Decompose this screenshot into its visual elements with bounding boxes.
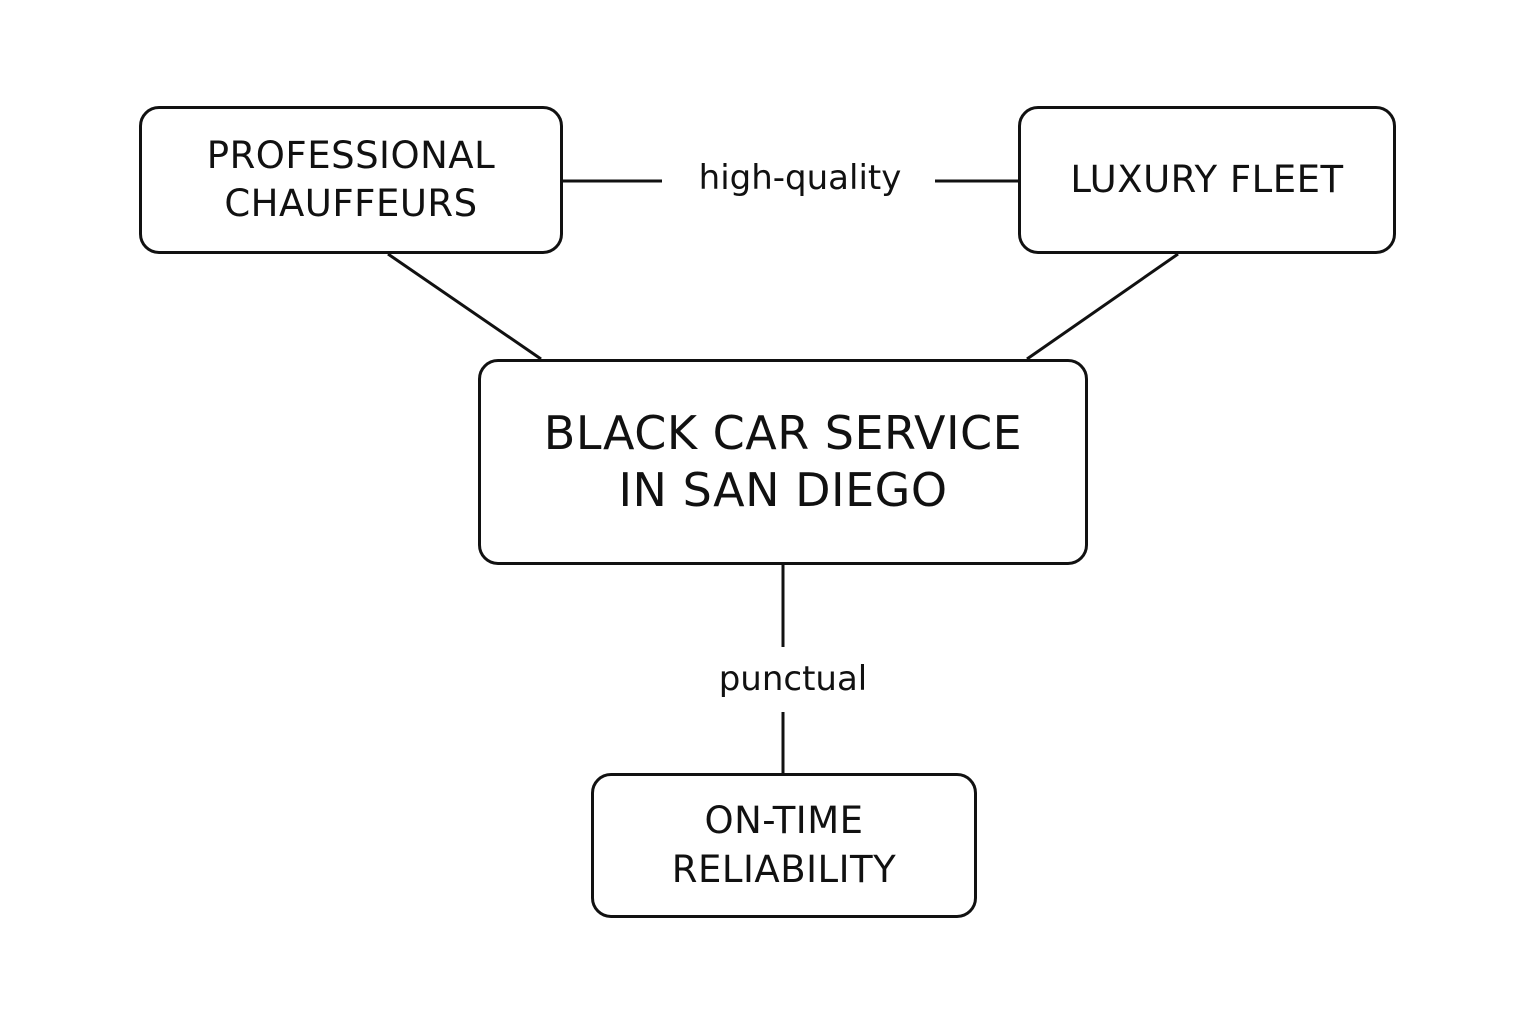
node-luxury-fleet: LUXURY FLEET — [1018, 106, 1396, 254]
edge-professional-center — [387, 252, 542, 361]
node-on-time-reliability: ON-TIME RELIABILITY — [591, 773, 977, 918]
node-label-luxury-fleet: LUXURY FLEET — [1070, 157, 1344, 201]
edge-label-high-quality: high-quality — [665, 158, 935, 198]
node-label-professional-chauffeurs: PROFESSIONAL CHAUFFEURS — [206, 133, 496, 225]
node-professional-chauffeurs: PROFESSIONAL CHAUFFEURS — [139, 106, 563, 254]
node-label-on-time-reliability: ON-TIME RELIABILITY — [671, 799, 897, 891]
edge-luxury-center — [1026, 252, 1179, 361]
node-label-black-car-service: BLACK CAR SERVICE IN SAN DIEGO — [543, 405, 1023, 518]
node-black-car-service: BLACK CAR SERVICE IN SAN DIEGO — [478, 359, 1088, 565]
edge-label-punctual: punctual — [683, 659, 903, 699]
